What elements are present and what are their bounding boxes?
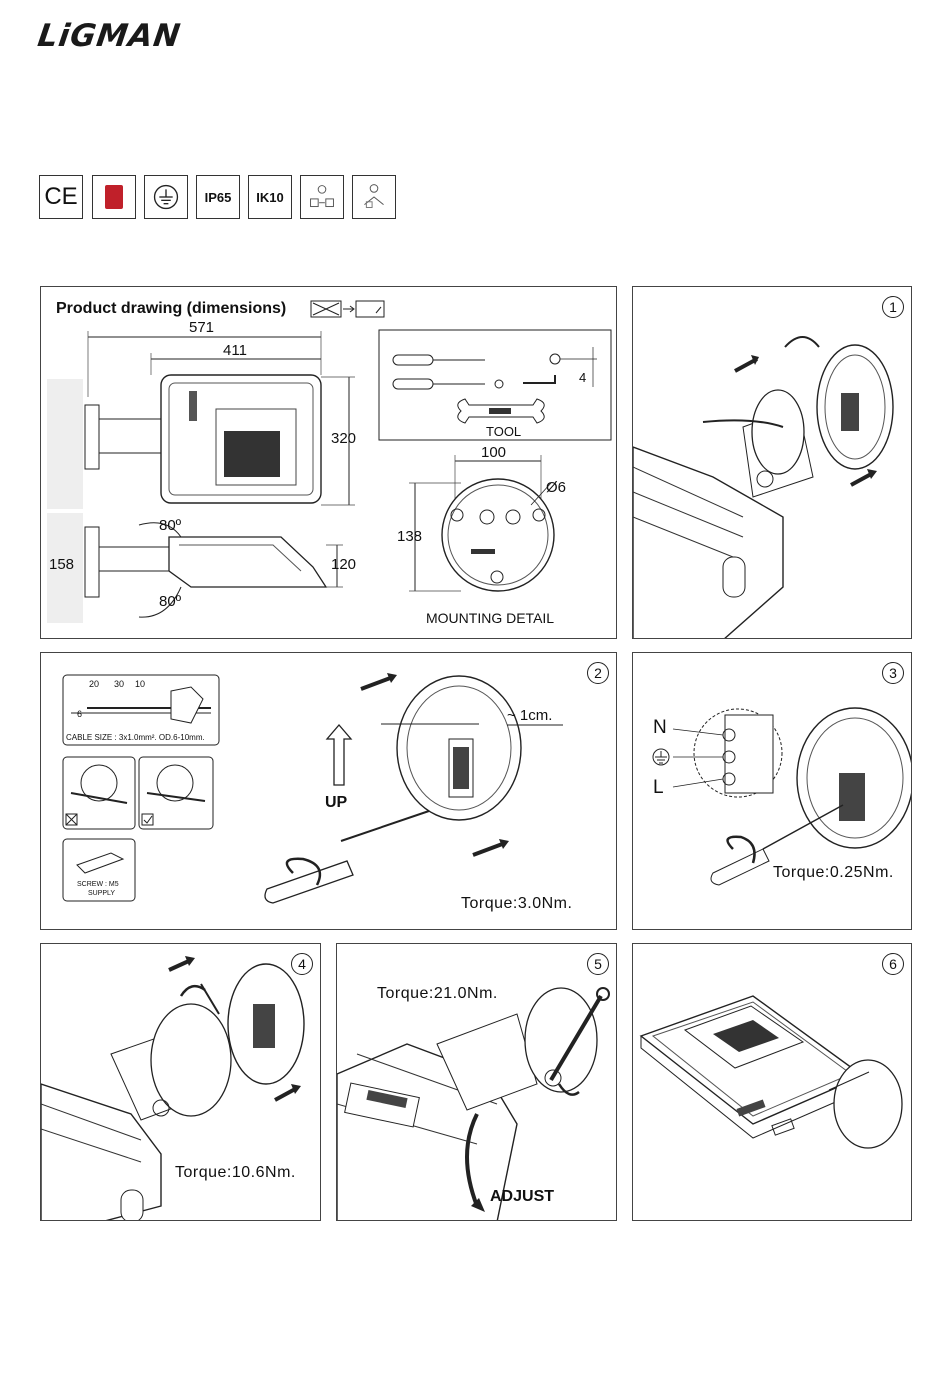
step-3-illustration: [633, 653, 912, 930]
wire-label-n: N: [653, 717, 667, 739]
wire-label-l: L: [653, 777, 664, 799]
mounting-width: 100: [481, 444, 506, 461]
mounting-hole: Ø6: [546, 479, 566, 496]
ce-mark-icon: CE: [39, 175, 83, 219]
screw-supply-label: SUPPLY: [88, 890, 115, 897]
dim-width-total: 571: [189, 319, 214, 336]
product-drawing-panel: Product drawing (dimensions): [40, 286, 617, 639]
screw-label: SCREW : M5: [77, 881, 119, 888]
no-recycle-icon: [300, 175, 344, 219]
step-3-panel: 3 N L Torque:0.25Nm.: [632, 652, 912, 930]
product-drawing-svg: [41, 287, 617, 639]
dim-angle-top: 80º: [159, 517, 181, 534]
step-1-panel: 1: [632, 286, 912, 639]
step-6-panel: 6: [632, 943, 912, 1221]
cable-dim-10: 10: [135, 679, 145, 689]
dim-height-body: 320: [331, 430, 356, 447]
adjust-label: ADJUST: [490, 1188, 554, 1206]
ik10-badge: IK10: [248, 175, 292, 219]
ligman-logo: LiGMAN: [35, 18, 230, 54]
step-2-illustration: [41, 653, 617, 930]
cable-dim-30: 30: [114, 679, 124, 689]
dim-side-mount: 158: [49, 556, 74, 573]
step-4-torque: Torque:10.6Nm.: [175, 1164, 296, 1182]
ip65-badge: IP65: [196, 175, 240, 219]
disposal-icon: [352, 175, 396, 219]
step-6-illustration: [633, 944, 912, 1221]
dim-width-body: 411: [223, 342, 247, 359]
cable-size-label: CABLE SIZE : 3x1.0mm². OD.6-10mm.: [66, 733, 205, 742]
gap-label: ~ 1cm.: [507, 707, 552, 724]
step-1-illustration: [633, 287, 912, 639]
tool-dim: 4: [579, 370, 586, 385]
dim-angle-bottom: 80º: [159, 593, 181, 610]
step-2-torque: Torque:3.0Nm.: [461, 895, 572, 913]
up-label: UP: [325, 794, 347, 812]
step-3-torque: Torque:0.25Nm.: [773, 864, 894, 882]
mounting-label: MOUNTING DETAIL: [426, 610, 554, 626]
step-2-panel: 2 20 30 10 6 CABLE SIZE : 3x1: [40, 652, 617, 930]
step-5-torque: Torque:21.0Nm.: [377, 985, 498, 1003]
cable-dim-20: 20: [89, 679, 99, 689]
mounting-height: 138: [397, 528, 422, 545]
tool-label: TOOL: [486, 424, 521, 439]
step-5-panel: 5 Torque:21.0Nm. ADJUST: [336, 943, 617, 1221]
earth-ground-icon: [144, 175, 188, 219]
step-4-panel: 4 Torque:10.6Nm.: [40, 943, 321, 1221]
dim-side-height: 120: [331, 556, 356, 573]
quality-mark-icon: [92, 175, 136, 219]
cable-dim-6: 6: [77, 709, 82, 719]
